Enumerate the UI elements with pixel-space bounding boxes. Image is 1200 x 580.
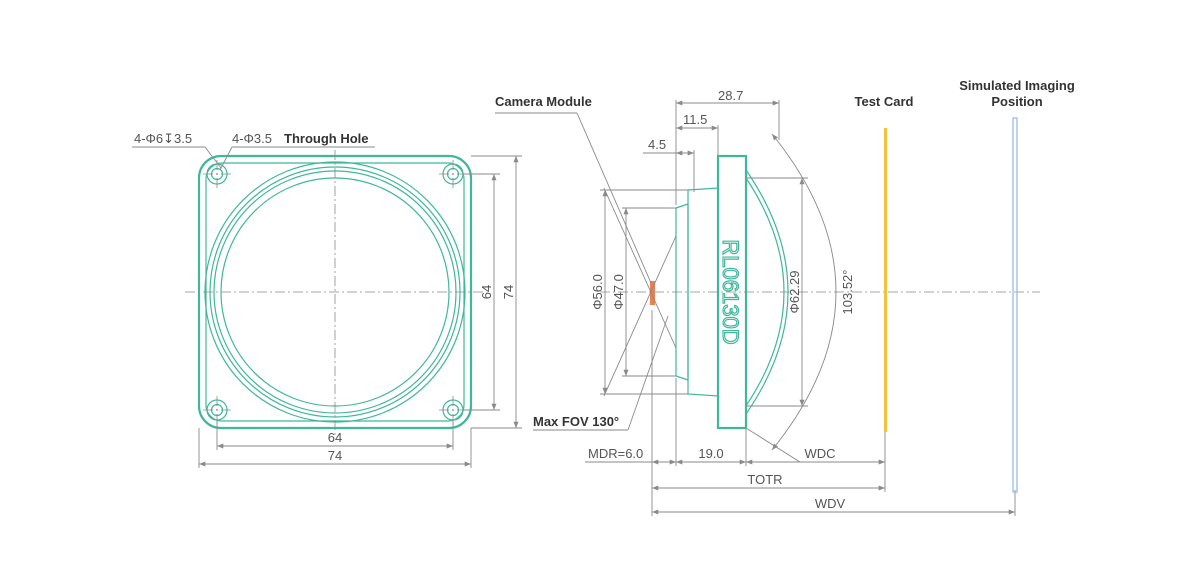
phi-56-label: Φ56.0 bbox=[590, 274, 605, 310]
through-hole-label: Through Hole bbox=[284, 131, 369, 146]
dim-11-5-label: 11.5 bbox=[683, 112, 707, 127]
wdv-label: WDV bbox=[815, 496, 846, 511]
phi-47-label: Φ47.0 bbox=[611, 274, 626, 310]
dim-28-7-label: 28.7 bbox=[718, 88, 743, 103]
phi-62-29-label: Φ62.29 bbox=[787, 271, 802, 314]
max-fov-leader bbox=[627, 315, 669, 431]
dim-4-5-label: 4.5 bbox=[648, 137, 666, 152]
angle-103-52-label: 103.52° bbox=[840, 270, 855, 315]
angle-arc-103-52 bbox=[771, 133, 837, 451]
inner-height-label: 64 bbox=[479, 285, 494, 299]
fov-ray-bottom bbox=[603, 235, 677, 397]
imaging-label-line2: Position bbox=[991, 94, 1042, 109]
outer-width-label: 74 bbox=[328, 448, 342, 463]
max-fov-label: Max FOV 130° bbox=[533, 414, 619, 429]
through-hole-dia-label: 4-Φ3.5 bbox=[232, 131, 272, 146]
camera-module-leader bbox=[576, 112, 652, 284]
side-view: RL06130D Camera Module Max FOV 130° 28.7… bbox=[495, 78, 1075, 516]
imaging-plane bbox=[1012, 117, 1018, 493]
test-card bbox=[884, 128, 887, 432]
dim-19-0-label: 19.0 bbox=[698, 446, 723, 461]
front-view: 4-Φ6↧3.5 4-Φ3.5 Through Hole 64 74 64 74 bbox=[132, 131, 522, 468]
wdc-label: WDC bbox=[804, 446, 835, 461]
outer-height-label: 74 bbox=[501, 285, 516, 299]
totr-label: TOTR bbox=[747, 472, 782, 487]
hole-counterbore-label: 4-Φ6↧3.5 bbox=[134, 131, 192, 146]
sensor-chip bbox=[650, 281, 655, 305]
fov-ray-top bbox=[603, 187, 677, 349]
inner-width-label: 64 bbox=[328, 430, 342, 445]
test-card-label: Test Card bbox=[855, 94, 914, 109]
mdr-label: MDR=6.0 bbox=[588, 446, 643, 461]
imaging-label-line1: Simulated Imaging bbox=[959, 78, 1075, 93]
camera-module-label: Camera Module bbox=[495, 94, 592, 109]
